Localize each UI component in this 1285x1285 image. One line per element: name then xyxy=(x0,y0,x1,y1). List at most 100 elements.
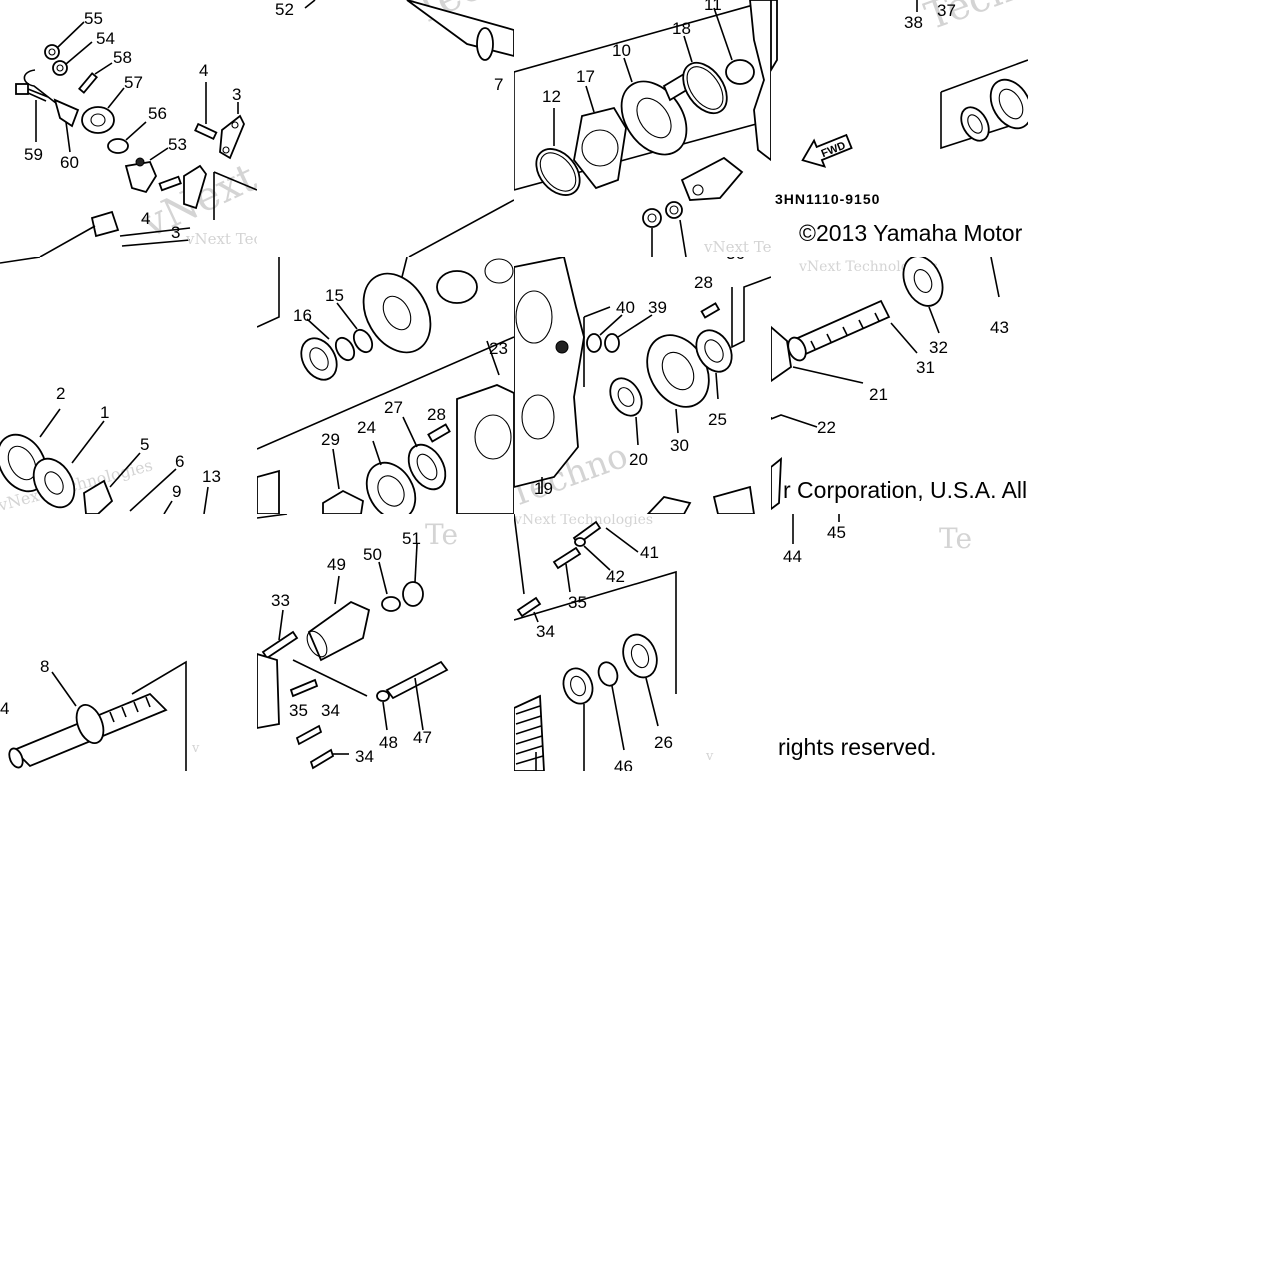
callout-7: 7 xyxy=(494,75,503,94)
part-shaft-end xyxy=(787,336,807,362)
diagram-tile-fwd-label: Techno 38 37 FWD 3HN1110-9150 ©2013 Yama… xyxy=(771,0,1028,257)
fwd-arrow-icon: FWD xyxy=(801,133,853,168)
part-bearing-20 xyxy=(609,377,643,417)
part-bolt-35b xyxy=(552,546,582,570)
part-oil-seal-27 xyxy=(407,443,447,491)
callout-41: 41 xyxy=(640,543,659,562)
part-case-flange xyxy=(257,653,280,729)
callout-34a: 34 xyxy=(321,701,340,720)
part-bevel-gear-21 xyxy=(771,325,792,383)
watermark-text: v xyxy=(191,741,200,756)
callout-4a: 4 xyxy=(199,61,208,80)
part-plate-3b xyxy=(183,164,207,210)
watermark-text: Techno xyxy=(919,0,1028,38)
callout-1: 1 xyxy=(100,403,109,422)
part-shaft-gear xyxy=(257,469,280,514)
part-yoke-49 xyxy=(307,600,371,662)
callout-2: 2 xyxy=(56,384,65,403)
frame-line xyxy=(257,257,514,450)
callout-32: 32 xyxy=(929,338,948,357)
callout-20: 20 xyxy=(629,450,648,469)
callout-26: 26 xyxy=(654,733,673,752)
callout-35b: 35 xyxy=(568,593,587,612)
frame-line xyxy=(940,59,1028,150)
callout-3b: 3 xyxy=(171,223,180,242)
callout-43: 43 xyxy=(990,318,1009,337)
part-gear-small xyxy=(90,210,120,238)
callout-6: 6 xyxy=(175,452,184,471)
part-nut xyxy=(642,208,662,228)
callout-50: 50 xyxy=(363,545,382,564)
part-gear-5 xyxy=(83,479,114,514)
part-washer-50 xyxy=(381,596,401,612)
callout-34b: 34 xyxy=(355,747,374,766)
fwd-label: FWD xyxy=(820,140,848,161)
part-o-ring-12 xyxy=(535,148,581,196)
frame-line xyxy=(583,306,611,387)
diagram-tile-yoke-bolts: Te 49 50 51 33 35 34 34 xyxy=(257,514,514,771)
part-gear-edge xyxy=(646,496,692,514)
diagram-tile-shift-linkage: vNext Tech 55 54 58 59 60 xyxy=(0,0,257,257)
callout-36: 36 xyxy=(726,257,745,263)
callout-56: 56 xyxy=(148,104,167,123)
diagram-tile-copyright: 44 45 Te rights reserved. xyxy=(771,514,1028,771)
diagram-tile-gear-cluster: 16 15 23 27 28 2 xyxy=(257,257,514,514)
part-yoke-edge xyxy=(712,485,755,514)
part-washer-54 xyxy=(52,60,68,76)
copyright-line-2: r Corporation, U.S.A. All xyxy=(783,477,1027,503)
part-gasket-17 xyxy=(573,106,627,190)
copyright-line-3: rights reserved. xyxy=(778,734,937,760)
part-washer-46 xyxy=(597,661,619,687)
callout-48: 48 xyxy=(379,733,398,752)
callout-18: 18 xyxy=(672,19,691,38)
part-case-edge xyxy=(749,0,771,162)
callout-45: 45 xyxy=(827,523,846,542)
part-o-ring-18 xyxy=(682,61,728,115)
watermark-text: vNext Tech xyxy=(703,238,771,256)
callout-58: 58 xyxy=(113,48,132,67)
part-bevel-gear xyxy=(362,272,432,354)
part-bearing-25 xyxy=(695,329,733,373)
callout-23: 23 xyxy=(489,339,508,358)
watermark-text: vNext Technologies xyxy=(514,514,653,528)
part-shaft-collar-8 xyxy=(75,704,105,744)
callout-28a: 28 xyxy=(427,405,446,424)
callout-44: 44 xyxy=(783,547,802,566)
frame-line xyxy=(292,659,368,697)
callout-21: 21 xyxy=(869,385,888,404)
part-screw-4a xyxy=(194,122,218,141)
callout-25: 25 xyxy=(708,410,727,429)
callout-17: 17 xyxy=(576,67,595,86)
part-gearcase-19 xyxy=(514,257,585,488)
part-dowel-28b xyxy=(700,302,721,319)
callout-49: 49 xyxy=(327,555,346,574)
callout-59: 59 xyxy=(24,145,43,164)
part-bearing-32 xyxy=(902,257,944,307)
part-seal-edge xyxy=(771,457,782,511)
callout-3a: 3 xyxy=(232,85,241,104)
diagram-tile-gearcase: Techno 19 40 39 20 30 xyxy=(514,257,771,514)
callout-60: 60 xyxy=(60,153,79,172)
part-nut-51 xyxy=(402,581,424,607)
drawing-code: 3HN1110-9150 xyxy=(775,191,880,207)
part-screw-4b xyxy=(158,175,182,192)
part-nut-55 xyxy=(44,44,60,60)
callout-9: 9 xyxy=(172,482,181,501)
part-cover-plate xyxy=(456,384,514,514)
callout-39: 39 xyxy=(648,298,667,317)
part-yoke xyxy=(680,156,744,201)
part-segment-53 xyxy=(124,160,158,194)
callout-22: 22 xyxy=(817,418,836,437)
part-bolt-35a xyxy=(289,678,319,698)
part-return-spring xyxy=(23,69,71,115)
callout-28b: 28 xyxy=(694,273,713,292)
part-bearing-26 xyxy=(622,633,658,679)
callout-34c: 34 xyxy=(536,622,555,641)
part-spring-seat xyxy=(562,667,594,705)
part-bolt-47 xyxy=(385,660,449,700)
callout-5: 5 xyxy=(140,435,149,454)
part-washer-40 xyxy=(586,333,602,353)
part-shift-drum-57 xyxy=(81,106,115,134)
frame-line xyxy=(131,660,187,771)
